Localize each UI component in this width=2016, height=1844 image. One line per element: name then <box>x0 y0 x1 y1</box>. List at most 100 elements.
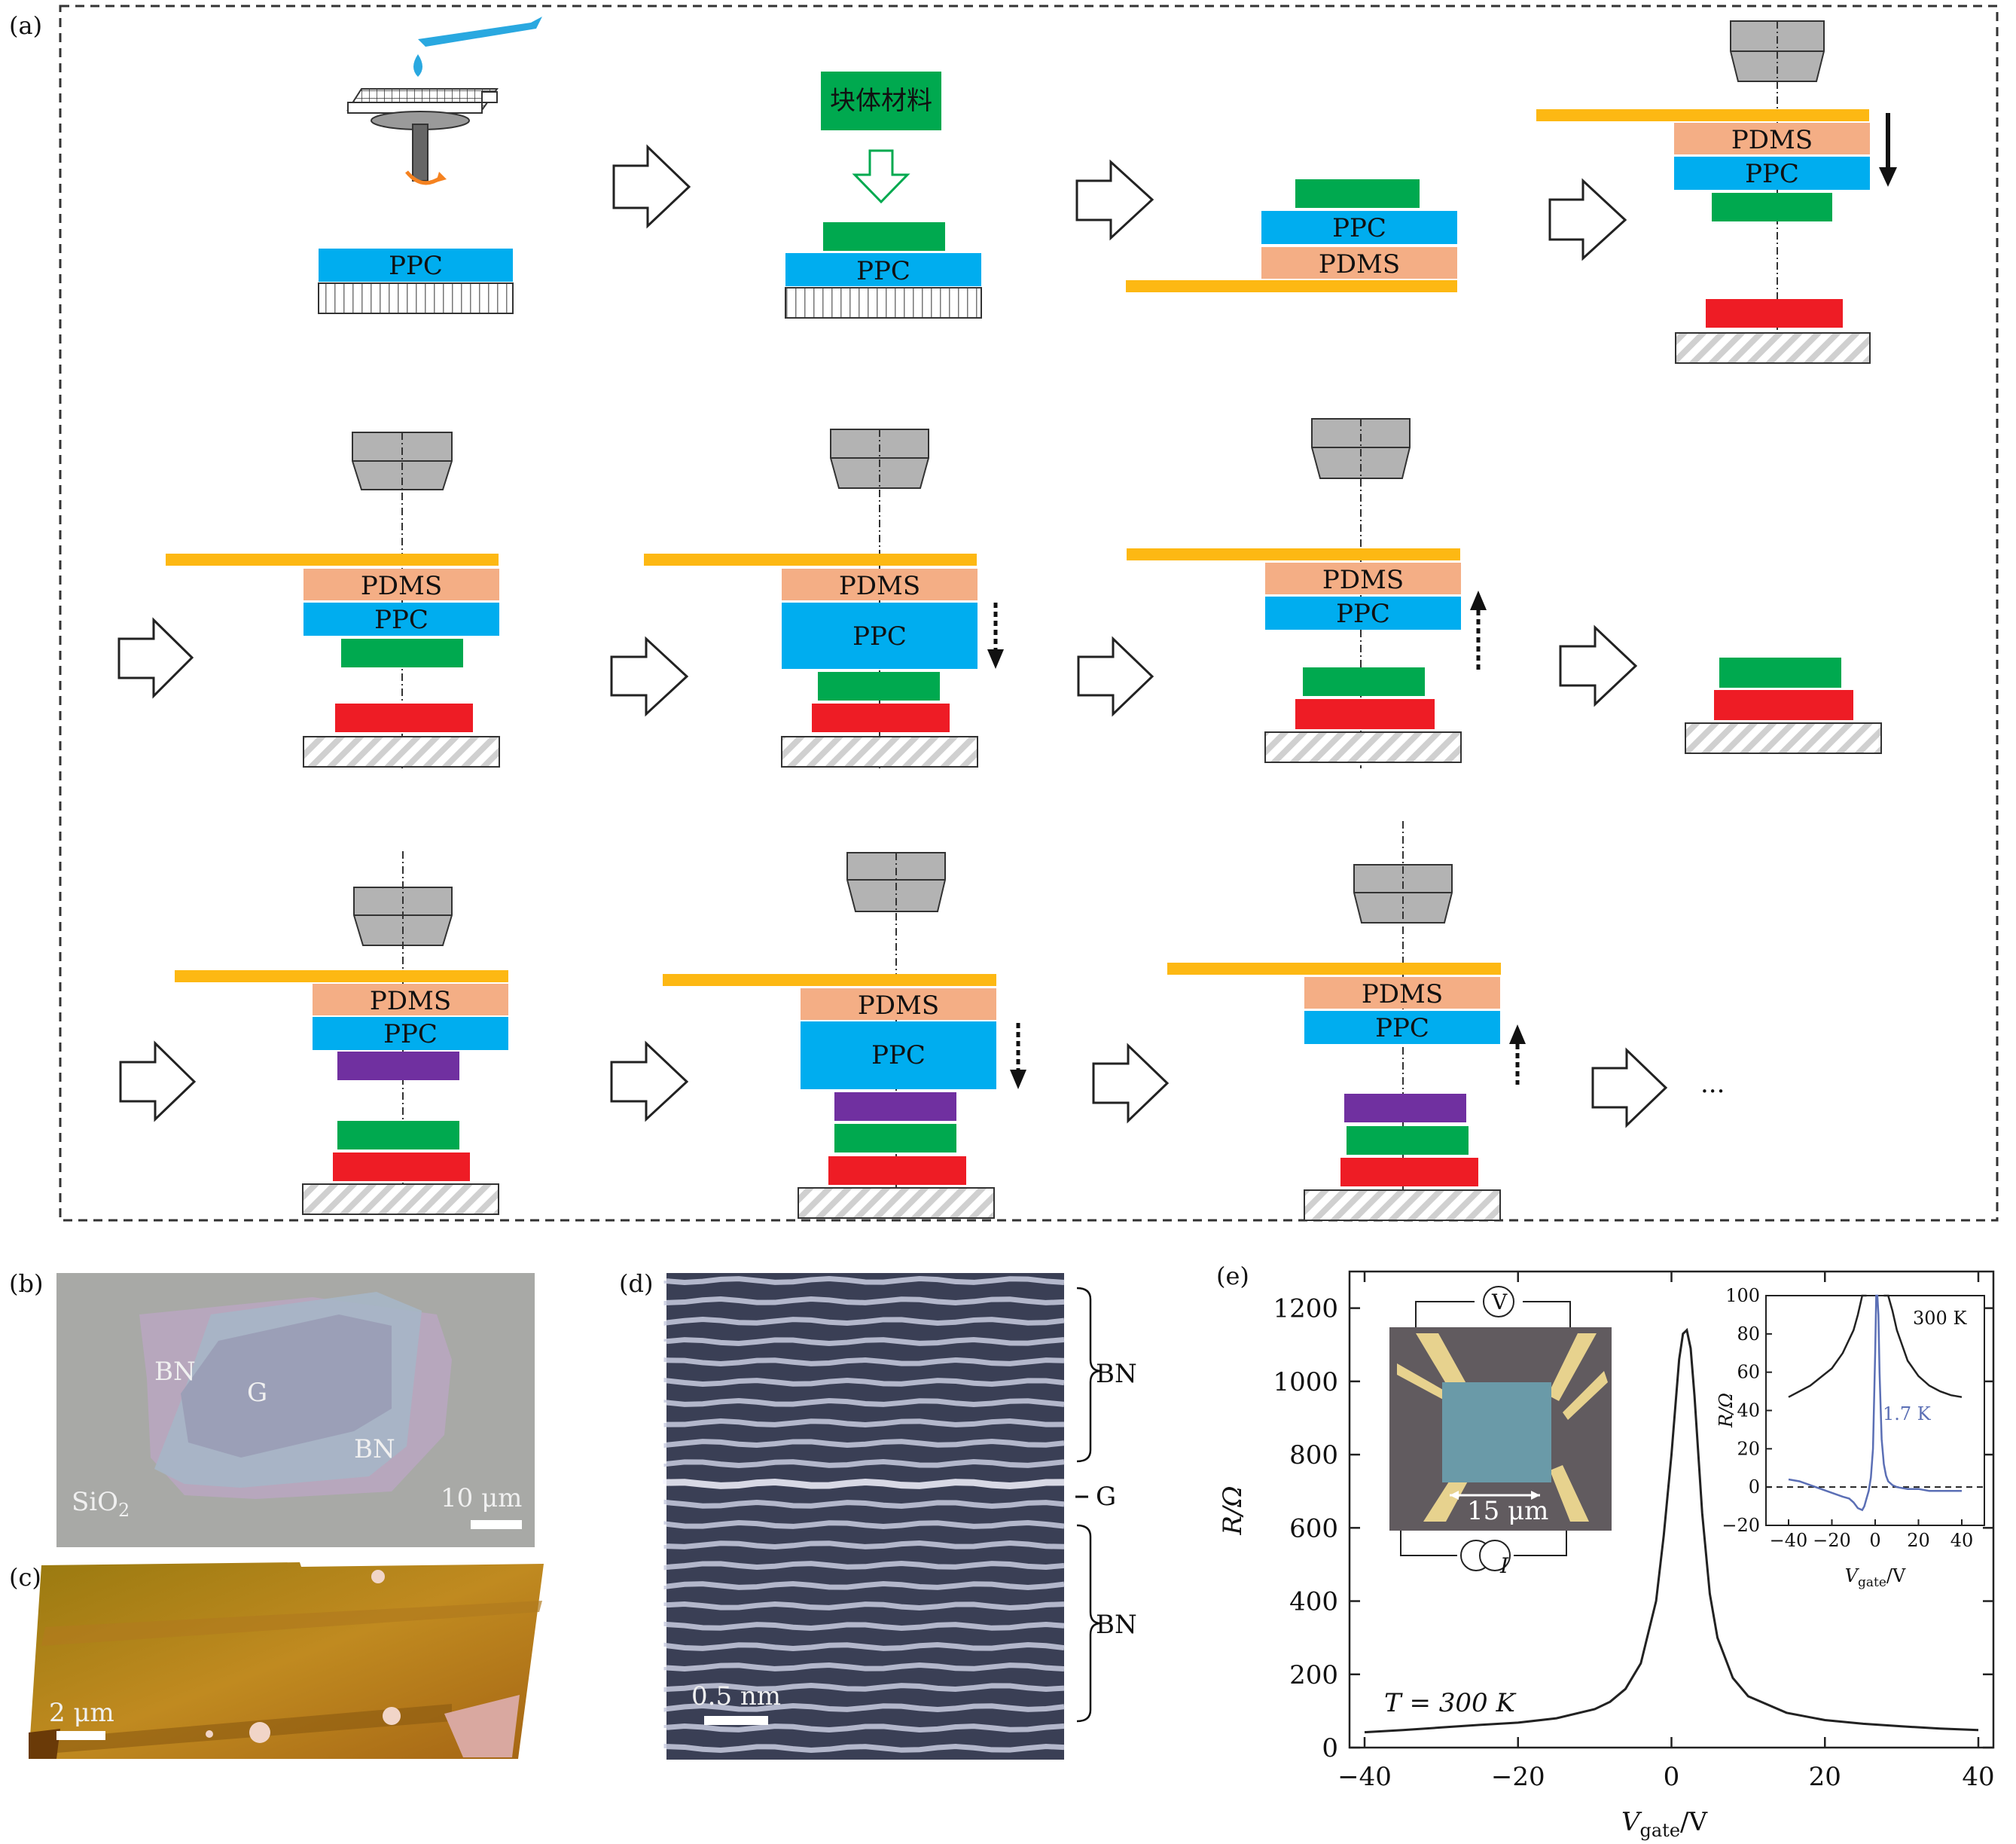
glass-slide <box>166 554 499 566</box>
svg-text:PPC: PPC <box>1375 1013 1429 1043</box>
legend-1p7k: 1.7 K <box>1883 1403 1932 1424</box>
lattice-fringe <box>663 1499 1065 1509</box>
step-lift: PDMS PPC <box>1127 418 1487 768</box>
y-tick-label: 0 <box>1322 1733 1338 1763</box>
svg-text:PDMS: PDMS <box>858 991 939 1021</box>
step-pickup-2: PDMS PPC <box>175 851 508 1215</box>
arrow-icon <box>1075 159 1154 241</box>
temperature-annotation: T = 300 K <box>1384 1688 1517 1718</box>
ppc-layer <box>1304 1011 1500 1044</box>
label-bn-bottom: BN <box>1096 1610 1137 1640</box>
y-tick-label: 600 <box>1289 1513 1338 1543</box>
step-result <box>1685 658 1882 754</box>
flake-purple <box>1344 1094 1466 1122</box>
lattice-fringe <box>663 1621 1065 1631</box>
tem-image: 0.5 nm <box>663 1273 1065 1760</box>
down-arrow-icon <box>1010 1070 1026 1089</box>
ppc-layer <box>801 1021 996 1089</box>
y-tick-label: 400 <box>1289 1587 1338 1617</box>
lattice-fringe <box>663 1723 1065 1733</box>
flake <box>341 639 463 667</box>
inset-y-tick-label: 40 <box>1737 1400 1760 1421</box>
flake <box>834 1124 956 1152</box>
ppc-layer <box>303 603 499 636</box>
target-flake <box>1714 690 1853 720</box>
svg-text:PDMS: PDMS <box>370 986 451 1016</box>
glass-slide <box>663 974 996 986</box>
inset-series-1p7k <box>1788 1294 1962 1512</box>
lattice-fringe <box>663 1418 1065 1428</box>
lattice-fringe <box>663 1581 1065 1591</box>
pdms-layer <box>1674 123 1870 154</box>
step-press: PDMS PPC <box>644 429 1004 768</box>
label-bn-top: BN <box>154 1357 196 1387</box>
bracket-bn-bottom <box>1076 1524 1102 1723</box>
x-tick-label: 40 <box>1962 1762 1994 1792</box>
inset-x-tick-label: 20 <box>1907 1530 1930 1551</box>
inset-series-300k <box>1788 1294 1963 1398</box>
lattice-fringe <box>663 1662 1065 1672</box>
panel-d-label: (d) <box>619 1269 653 1298</box>
scale-bar <box>471 1520 522 1529</box>
arrow-icon <box>1559 624 1638 707</box>
current-label: I <box>1499 1553 1509 1578</box>
svg-text:PPC: PPC <box>383 1019 438 1049</box>
arrow-icon <box>1077 636 1154 717</box>
arrow-icon <box>1092 1043 1170 1124</box>
panel-e-label: (e) <box>1216 1262 1249 1290</box>
down-arrow-icon <box>1879 167 1897 187</box>
inset-x-tick-label: −40 <box>1770 1530 1808 1551</box>
device-inset: 15 μm V I <box>1389 1286 1612 1578</box>
down-arrow-icon <box>987 649 1004 669</box>
target-flake <box>828 1156 966 1185</box>
ppc-layer <box>319 249 513 282</box>
panel-a-frame <box>59 5 1999 1222</box>
lattice-fringe <box>663 1459 1065 1468</box>
svg-text:PDMS: PDMS <box>1362 979 1443 1009</box>
arrow-icon <box>610 636 689 717</box>
svg-text:PPC: PPC <box>852 621 907 652</box>
scale-label: 10 μm <box>441 1483 522 1513</box>
ppc-layer <box>1265 597 1461 630</box>
lattice-fringe <box>663 1540 1065 1550</box>
ppc-layer <box>1261 211 1457 244</box>
glass-slide <box>175 970 508 982</box>
substrate <box>785 287 982 319</box>
target-flake <box>333 1152 470 1181</box>
x-tick-label: 0 <box>1664 1762 1680 1792</box>
svg-text:PDMS: PDMS <box>1319 249 1400 279</box>
step-flip: PPC PDMS <box>1126 179 1457 292</box>
graphene-channel <box>1442 1382 1551 1482</box>
inset-y-label: R/Ω <box>1716 1393 1737 1428</box>
ellipsis: ... <box>1700 1069 1725 1099</box>
svg-text:PDMS: PDMS <box>1322 565 1404 595</box>
flake <box>818 672 940 701</box>
svg-text:PPC: PPC <box>1332 213 1386 243</box>
voltmeter-label: V <box>1491 1290 1508 1314</box>
flake-purple <box>834 1092 956 1121</box>
scale-label: 2 μm <box>49 1698 114 1728</box>
arrow-icon <box>610 1040 689 1122</box>
flake <box>1303 667 1425 696</box>
pdms-layer <box>782 569 978 600</box>
y-tick-label: 1200 <box>1273 1294 1338 1324</box>
svg-text:PDMS: PDMS <box>1731 125 1813 155</box>
droplet-icon <box>413 54 422 77</box>
brackets: BN G BN <box>1075 1287 1137 1723</box>
lattice-fringe <box>663 1743 1065 1753</box>
target-flake <box>1295 699 1435 729</box>
inset-y-tick-label: 100 <box>1725 1285 1760 1306</box>
svg-text:PPC: PPC <box>856 256 910 286</box>
pdms-layer <box>1265 563 1461 594</box>
svg-text:PDMS: PDMS <box>361 571 442 601</box>
arrow-icon <box>119 1040 197 1122</box>
flake <box>337 1121 459 1149</box>
lattice-fringe <box>663 1296 1065 1306</box>
x-tick-label: −40 <box>1337 1762 1392 1792</box>
flake <box>1295 179 1420 208</box>
lattice-fringe <box>663 1642 1065 1652</box>
